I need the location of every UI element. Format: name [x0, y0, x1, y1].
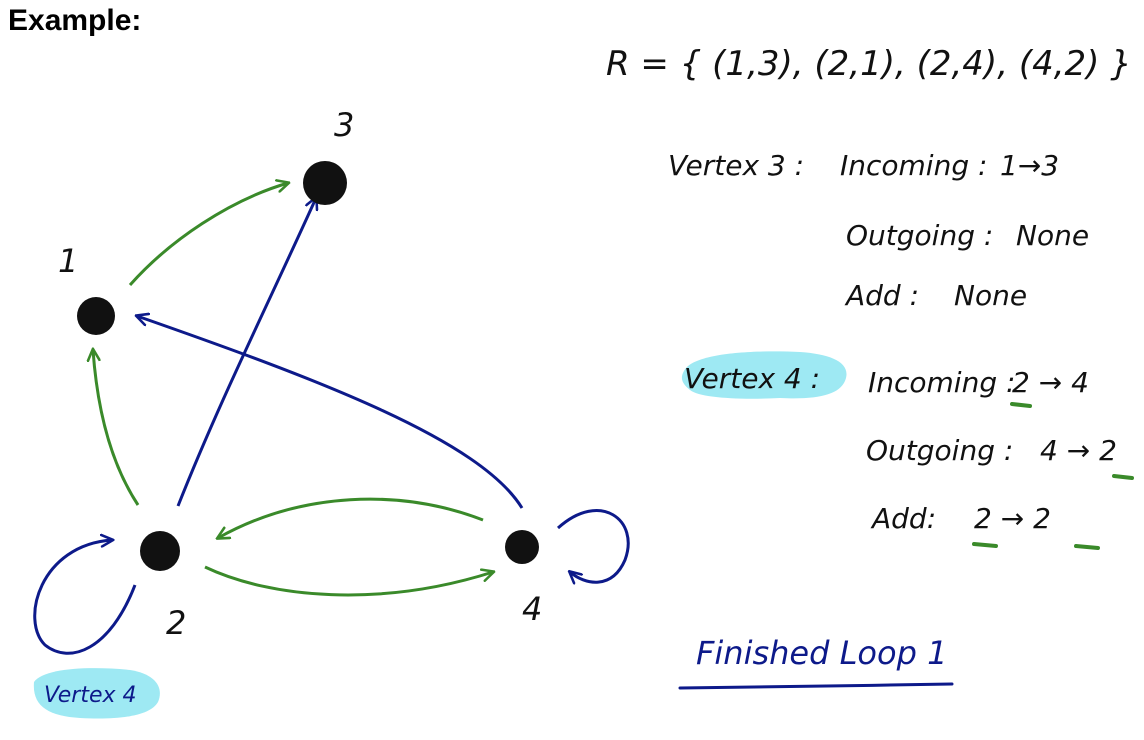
bottom-tag-highlight	[33, 668, 160, 719]
finished-underline	[678, 682, 954, 690]
edge-4-1	[137, 316, 524, 509]
edge-1-3	[128, 183, 288, 286]
vertex4-title: Vertex 4 :	[684, 362, 820, 395]
node-1	[77, 297, 115, 335]
relation-set: R = { (1,3), (2,1), (2,4), (4,2) }	[606, 44, 1132, 84]
underline-add-2a	[972, 542, 998, 548]
loop-2-2	[33, 540, 137, 655]
underline-add-2b	[1074, 544, 1100, 550]
heading: Example:	[8, 4, 142, 37]
edge-2-4	[204, 565, 493, 597]
edge-2-3	[176, 198, 316, 507]
vertex4-incoming-value: 2 → 4	[1012, 366, 1089, 399]
vertex3-outgoing-label: Outgoing :	[846, 219, 993, 252]
vertex3-title: Vertex 3 :	[668, 149, 804, 182]
vertex4-add-label: Add:	[870, 502, 936, 535]
node-label-4: 4	[522, 590, 542, 628]
vertex3-incoming-value: 1→3	[1000, 149, 1059, 182]
underline-incoming-2	[1010, 402, 1032, 408]
node-2	[140, 531, 180, 571]
node-4	[505, 530, 539, 564]
vertex4-add-value: 2 → 2	[974, 502, 1051, 535]
vertex3-add-label: Add :	[844, 279, 919, 312]
vertex4-outgoing-label: Outgoing :	[866, 434, 1013, 467]
vertex3-outgoing-value: None	[1016, 219, 1089, 252]
node-label-1: 1	[58, 242, 78, 280]
vertex3-incoming-label: Incoming :	[840, 149, 987, 182]
bottom-tag: Vertex 4	[44, 683, 137, 708]
vertex4-highlight	[681, 351, 847, 399]
finished-loop: Finished Loop 1	[696, 634, 947, 672]
vertex4-incoming-label: Incoming :	[868, 366, 1015, 399]
underline-outgoing-2	[1112, 474, 1134, 480]
loop-4-4	[556, 509, 630, 583]
node-label-3: 3	[334, 106, 354, 144]
vertex4-outgoing-value: 4 → 2	[1040, 434, 1117, 467]
node-3	[303, 161, 347, 205]
vertex3-add-value: None	[954, 279, 1027, 312]
edge-2-1	[93, 350, 140, 506]
edge-4-2	[218, 497, 484, 538]
node-label-2: 2	[166, 604, 186, 642]
